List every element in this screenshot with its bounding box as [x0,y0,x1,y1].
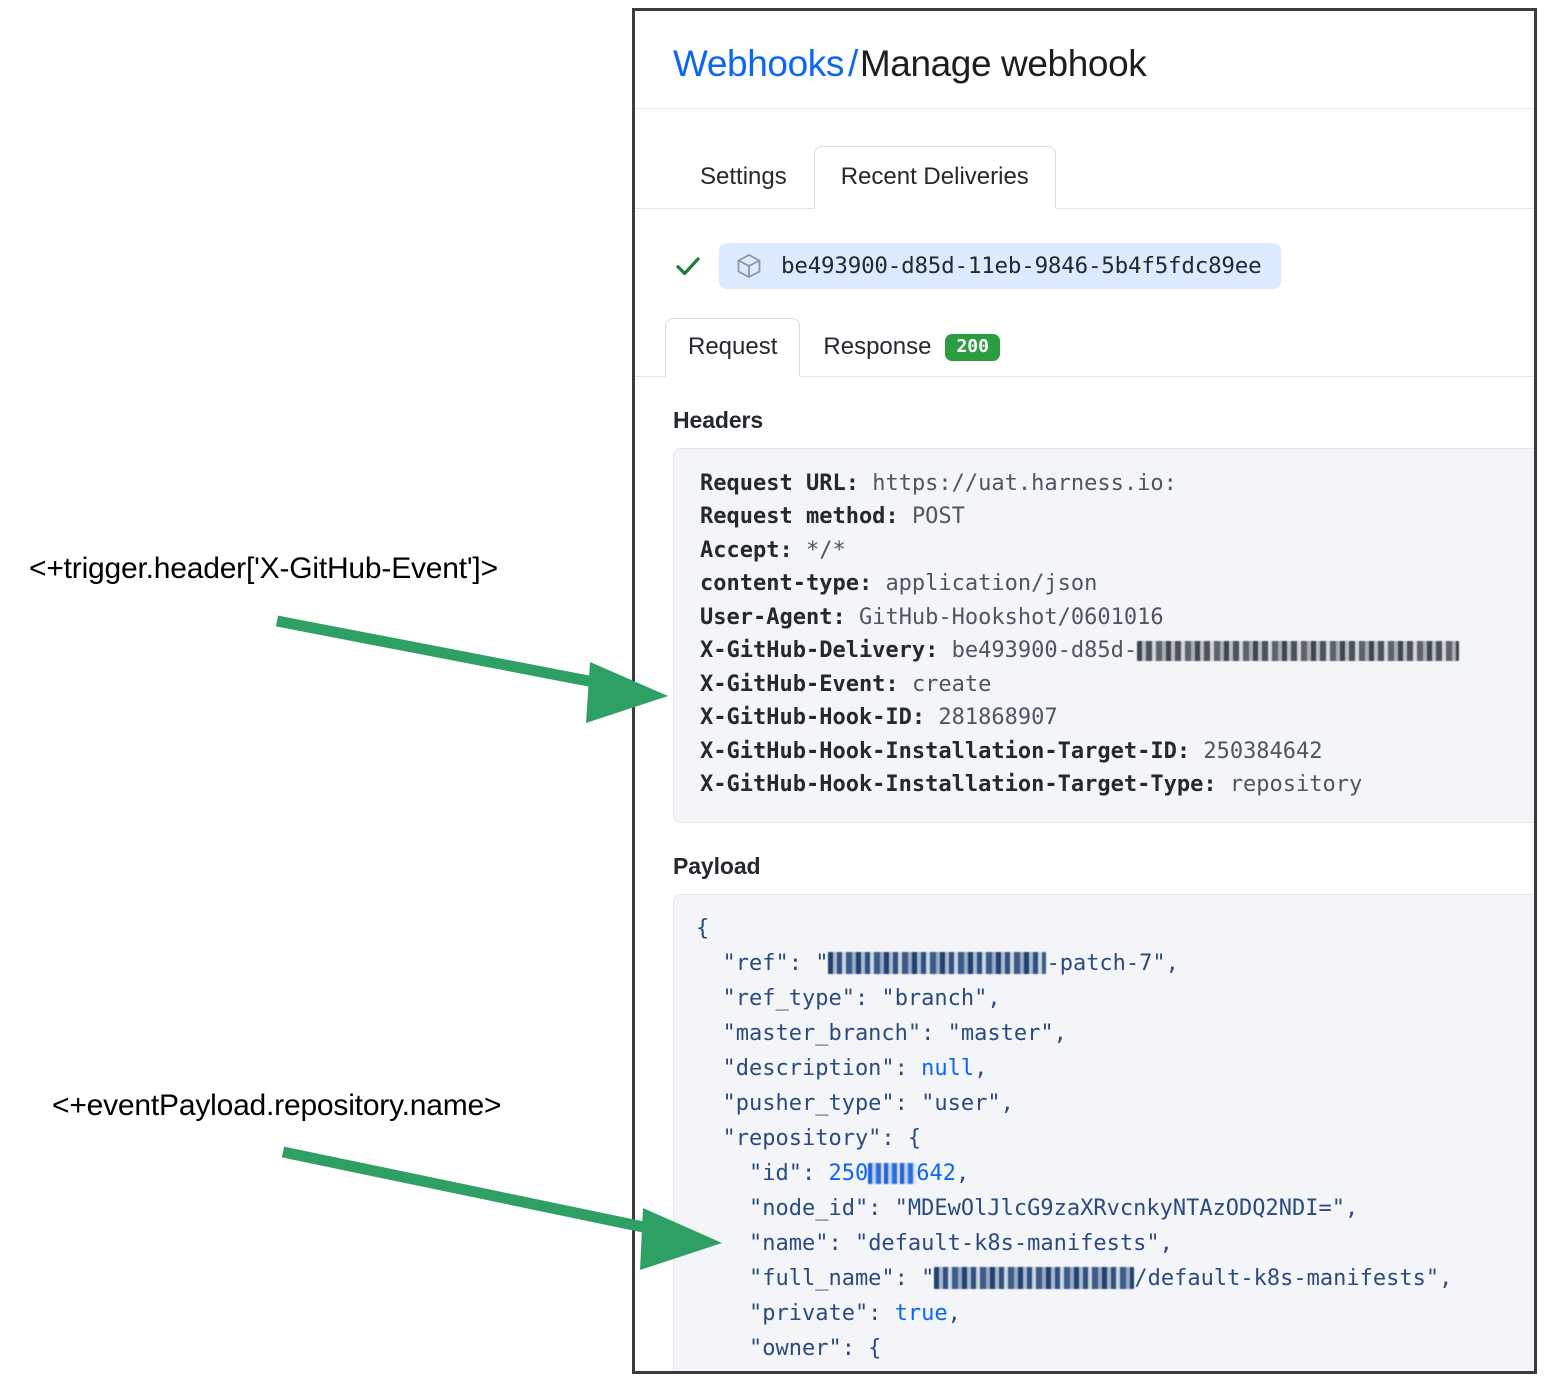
subtab-response[interactable]: Response 200 [800,318,1023,377]
header-value: repository [1229,772,1363,798]
payload-ref-suffix: -patch-7 [1046,950,1153,976]
header-row: content-type: application/json [700,567,1534,601]
status-badge: 200 [945,333,1000,361]
payload-line: "master_branch": " [696,1020,961,1046]
header-value: 250384642 [1203,738,1323,764]
cube-icon [737,253,761,278]
check-icon [676,256,700,275]
header-row: Request URL: https://uat.harness.io: [700,467,1534,501]
header-row: X-GitHub-Event: create [700,668,1534,702]
header-value: POST [911,504,965,530]
header-value: application/json [885,571,1098,597]
payload-private: true [894,1300,948,1326]
tab-recent-deliveries[interactable]: Recent Deliveries [813,145,1056,209]
payload-line: "repository": { [696,1125,922,1151]
tab-settings[interactable]: Settings [700,162,787,190]
payload-heading: Payload [673,852,761,879]
annotation-label-event-payload: <+eventPayload.repository.name> [52,1089,502,1122]
header-key: Request method: [700,504,899,530]
payload-line: "node_id": " [696,1195,908,1221]
card-inner: Webhooks/Manage webhook Settings Recent … [635,11,1534,1371]
annotation-label-trigger-header: <+trigger.header['X-GitHub-Event']> [29,552,498,585]
webhook-delivery-card: Webhooks/Manage webhook Settings Recent … [632,8,1537,1374]
payload-full-name-suffix: /default-k8s-manifests [1134,1265,1426,1291]
header-value: */* [805,537,846,563]
header-row: X-GitHub-Hook-Installation-Target-ID: 25… [700,735,1534,769]
delivery-row: be493900-d85d-11eb-9846-5b4f5fdc89ee [673,242,1534,289]
header-key: Request URL: [700,470,859,496]
payload-line: "name": " [696,1230,869,1256]
header-value: create [911,671,992,697]
header-key: User-Agent: [700,604,846,630]
delivery-guid-text: be493900-d85d-11eb-9846-5b4f5fdc89ee [781,252,1262,279]
header-key: X-GitHub-Hook-Installation-Target-ID: [700,738,1191,764]
payload-master-branch: master [960,1020,1041,1046]
payload-ref-type: branch [894,985,975,1011]
payload-node-id: MDEwOlJlcG9zaXRvcnkyNTAzODQ2NDI= [907,1195,1332,1221]
header-row: Request method: POST [700,500,1534,534]
header-row: Accept: */* [700,534,1534,568]
payload-description: null [921,1055,975,1081]
header-value: be493900-d85d- [951,638,1138,664]
redacted-owner-username [934,1266,1135,1289]
payload-line: "description": [696,1055,922,1081]
breadcrumb-current: Manage webhook [859,43,1147,84]
payload-pusher-type: user [934,1090,988,1116]
header-key: X-GitHub-Event: [700,671,899,697]
breadcrumb-separator: / [847,43,858,84]
header-key: X-GitHub-Delivery: [700,638,939,664]
header-row: X-GitHub-Hook-Installation-Target-Type: … [700,768,1534,802]
header-key: Accept: [700,537,793,563]
redacted-ref-username [828,951,1047,974]
payload-repo-id-prefix: 250 [828,1160,869,1186]
subtab-response-label: Response [823,332,932,360]
payload-repo-name: default-k8s-manifests [868,1230,1147,1256]
payload-line: "id": [696,1160,829,1186]
payload-line: "ref": " [696,950,829,976]
subtab-request-label: Request [688,332,778,360]
request-response-tab-strip: Request Response 200 [635,315,1534,377]
payload-repo-id-suffix: 642 [916,1160,956,1186]
subtab-request[interactable]: Request [665,317,801,377]
headers-heading: Headers [673,406,764,433]
breadcrumb-link-webhooks[interactable]: Webhooks [673,43,844,84]
payload-line: "private": [696,1300,895,1326]
payload-line: "pusher_type": " [696,1090,935,1116]
title-divider [635,107,1534,109]
payload-line: "full_name": " [696,1265,935,1291]
primary-tab-strip: Settings Recent Deliveries [635,143,1534,209]
header-row: X-GitHub-Hook-ID: 281868907 [700,701,1534,735]
header-value: GitHub-Hookshot/0601016 [858,604,1164,630]
headers-code-box: Request URL: https://uat.harness.io: Req… [673,447,1534,823]
payload-line: "owner": { [696,1335,882,1361]
payload-line: "ref_type": " [696,985,895,1011]
header-key: X-GitHub-Hook-Installation-Target-Type: [700,772,1217,798]
delivery-guid-pill[interactable]: be493900-d85d-11eb-9846-5b4f5fdc89ee [719,242,1282,289]
header-row: X-GitHub-Delivery: be493900-d85d- [700,634,1534,668]
redacted-delivery-suffix [1137,641,1460,662]
header-value: 281868907 [938,705,1058,731]
header-row: User-Agent: GitHub-Hookshot/0601016 [700,601,1534,635]
header-value: https://uat.harness.io: [872,470,1177,496]
page-title: Webhooks/Manage webhook [673,11,1534,108]
payload-code-box: { "ref": "-patch-7", "ref_type": "branch… [673,893,1534,1371]
header-key: X-GitHub-Hook-ID: [700,705,926,731]
payload-line: { [696,915,710,941]
header-key: content-type: [700,571,873,597]
annotation-arrow-1 [275,615,668,723]
redacted-repo-id [868,1162,917,1184]
